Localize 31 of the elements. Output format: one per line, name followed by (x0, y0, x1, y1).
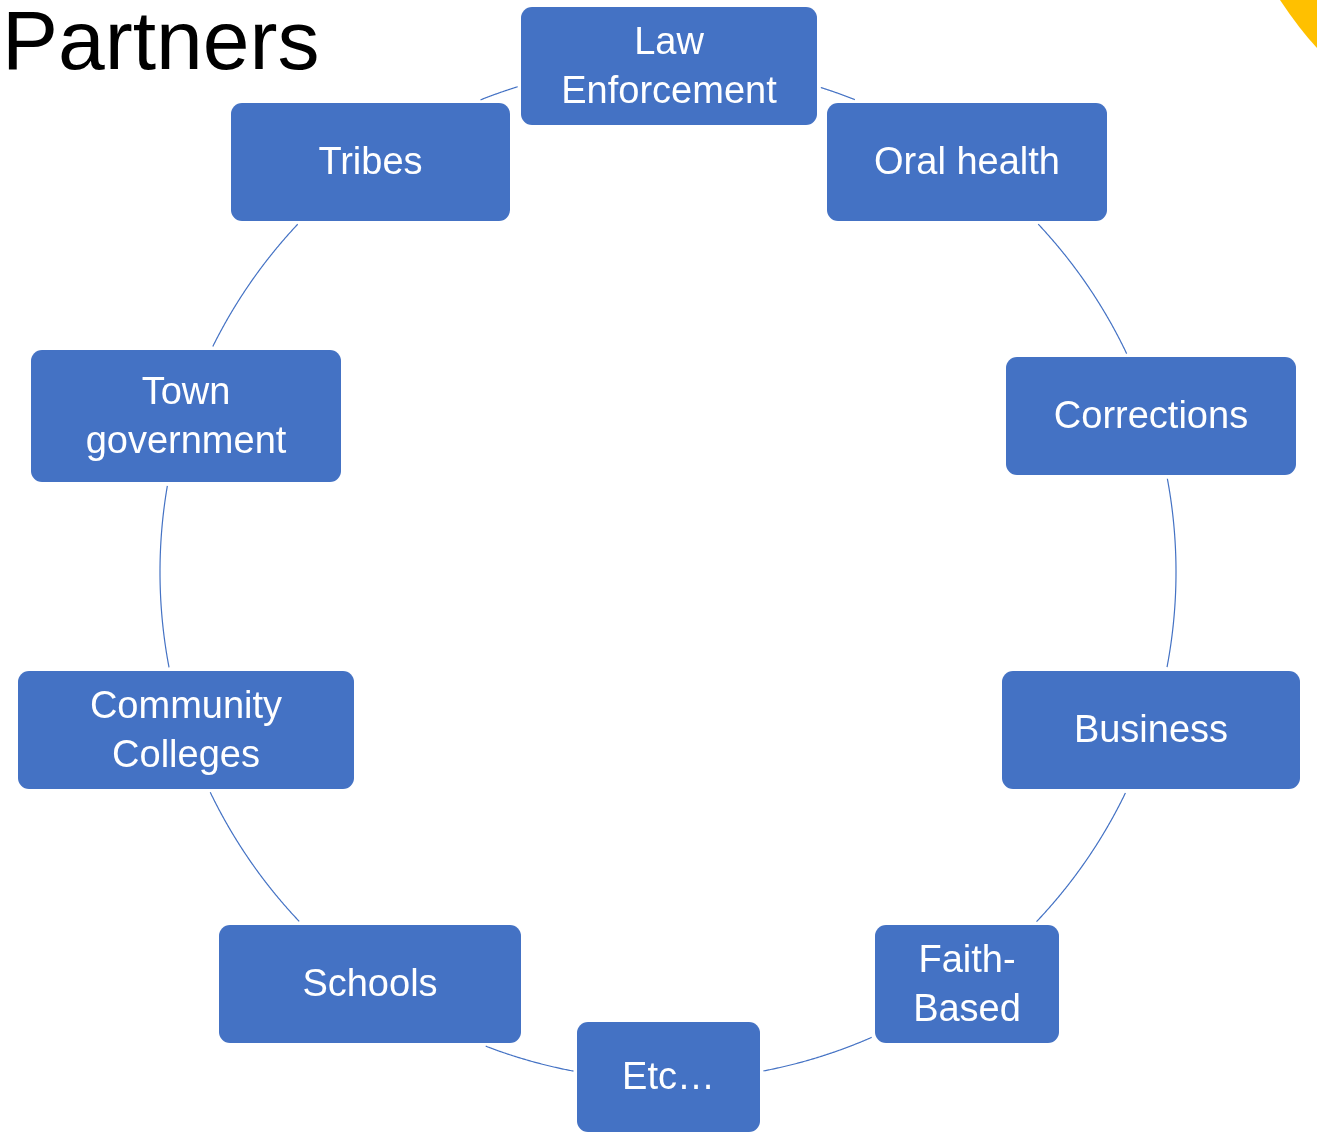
connector-line (212, 223, 299, 348)
connector-line (762, 1036, 873, 1072)
partner-label: Oral health (874, 139, 1060, 185)
connector-line (820, 86, 856, 101)
partner-box (18, 671, 354, 789)
partner-box (577, 1022, 760, 1132)
partner-label: Town government (84, 368, 288, 463)
partner-box (827, 103, 1107, 221)
partner-box (219, 925, 521, 1043)
partner-label: Etc… (622, 1054, 715, 1100)
connector-line (479, 86, 519, 101)
partner-box (521, 7, 817, 125)
partner-box (875, 925, 1059, 1043)
partner-label: Business (1073, 707, 1229, 753)
partner-label: Community Colleges (88, 682, 284, 777)
partner-box (1002, 671, 1300, 789)
partner-label: Schools (302, 961, 438, 1007)
partner-box (1006, 357, 1296, 475)
partner-label: Faith-Based (912, 936, 1022, 1031)
connector-line (1037, 223, 1128, 355)
partner-box (31, 350, 341, 482)
connector-line (485, 1045, 575, 1072)
partner-label: Tribes (318, 139, 423, 185)
connector-line (1035, 792, 1127, 923)
title: Partners (2, 0, 320, 89)
connector-line (159, 485, 170, 668)
partner-box (231, 103, 510, 221)
partner-label: Law Enforcement (560, 18, 778, 113)
connector-line (209, 791, 300, 922)
connector-line (1166, 478, 1177, 668)
partner-label: Corrections (1053, 393, 1249, 439)
